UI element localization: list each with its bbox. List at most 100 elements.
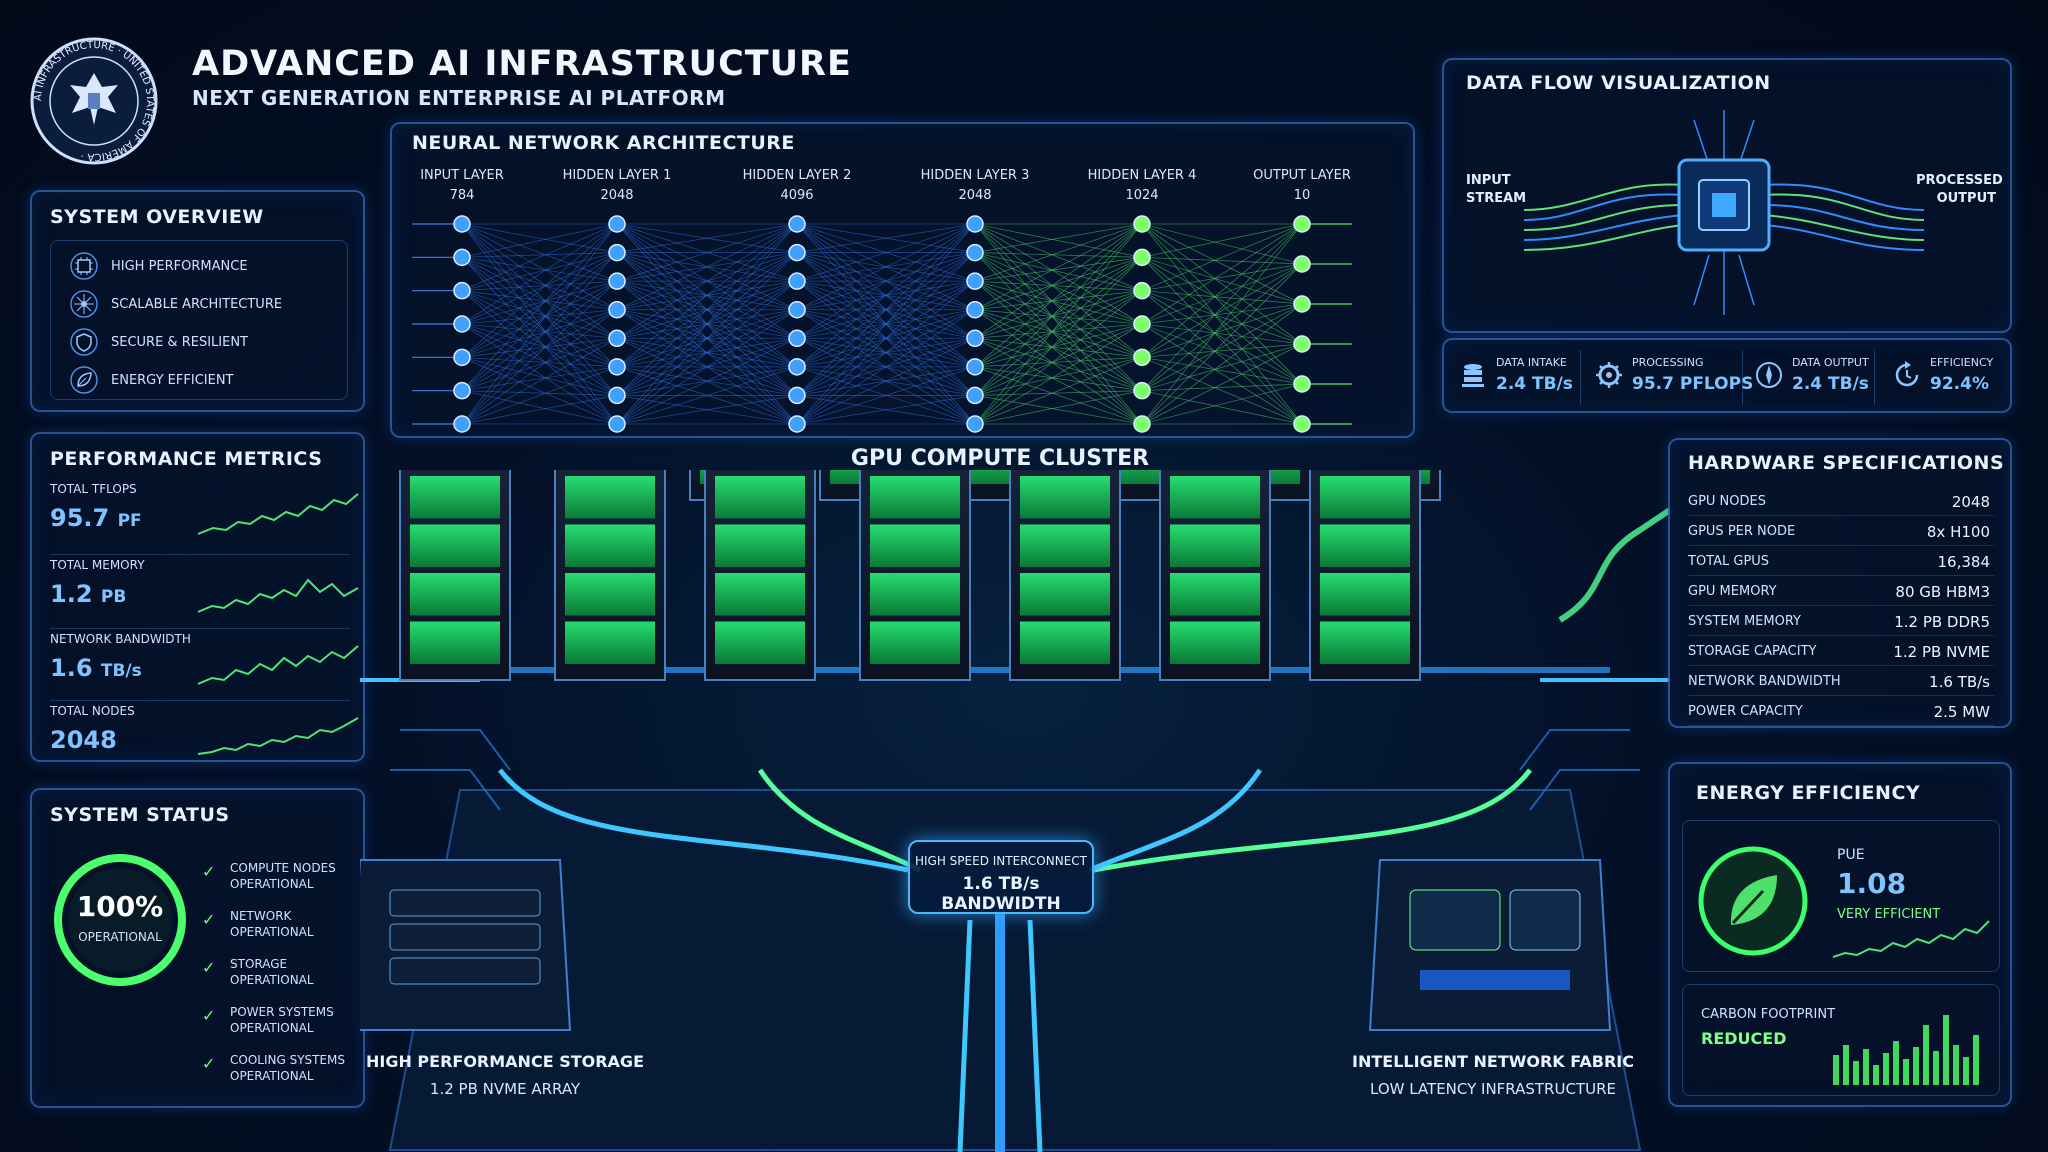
nn-connection <box>461 323 618 396</box>
gear-icon <box>1596 362 1622 388</box>
overview-item-scalable[interactable]: SCALABLE ARCHITECTURE <box>69 289 282 319</box>
nn-node <box>453 281 471 300</box>
spec-key: GPU NODES <box>1688 494 1766 509</box>
nn-connection <box>1141 263 1303 325</box>
nn-connection <box>1141 223 1303 325</box>
metric-nodes[interactable]: TOTAL NODES 2048 <box>50 704 359 774</box>
nn-connection <box>974 366 1143 392</box>
nn-connection <box>974 223 1143 339</box>
chip-icon <box>70 252 98 280</box>
overview-item-energy[interactable]: ENERGY EFFICIENT <box>69 365 233 395</box>
nn-connection <box>461 290 618 339</box>
leaf-icon <box>70 366 98 394</box>
overview-item-secure[interactable]: SECURE & RESILIENT <box>69 327 248 357</box>
stat-label: DATA OUTPUT <box>1792 356 1869 369</box>
nn-node <box>1293 375 1311 393</box>
system-overview-title: SYSTEM OVERVIEW <box>50 206 264 228</box>
nn-node <box>453 381 471 400</box>
metric-label: TOTAL TFLOPS <box>50 482 137 496</box>
nn-connection <box>1141 343 1303 425</box>
storage-title: HIGH PERFORMANCE STORAGE <box>365 1052 644 1071</box>
sparkline-icon <box>198 645 359 685</box>
nn-connection <box>974 337 1143 392</box>
nn-connection <box>1141 257 1303 385</box>
system-overview-panel: SYSTEM OVERVIEW HIGH PERFORMANCE SCALABL… <box>30 190 365 412</box>
metric-value: 2048 <box>50 726 117 754</box>
sparkline-icon <box>1833 920 1990 958</box>
nn-connection <box>796 223 976 425</box>
nn-connection <box>1141 343 1303 392</box>
nn-node <box>608 300 626 319</box>
fabric-title: INTELLIGENT NETWORK FABRIC <box>1352 1052 1634 1071</box>
nn-connection <box>461 257 618 368</box>
status-percent: 100% <box>76 890 164 923</box>
nn-connection <box>974 290 1143 311</box>
nn-connection <box>974 252 1143 258</box>
stat-value: 2.4 TB/s <box>1792 374 1869 394</box>
nn-node <box>1133 415 1151 433</box>
overview-item-performance[interactable]: HIGH PERFORMANCE <box>69 251 248 281</box>
nn-connection <box>1141 303 1303 325</box>
nn-node <box>788 329 806 348</box>
nn-connection <box>974 390 1143 425</box>
nn-connection <box>616 223 798 282</box>
nn-connection <box>1141 223 1303 292</box>
pue-label: PUE <box>1837 847 1865 863</box>
nn-connection <box>974 309 1143 358</box>
nn-connection <box>974 309 1143 392</box>
nn-connection <box>974 252 1143 325</box>
nn-connection <box>461 223 618 396</box>
nn-connection <box>974 252 1143 391</box>
stat-label: EFFICIENCY <box>1930 356 1994 369</box>
metric-bandwidth[interactable]: NETWORK BANDWIDTH 1.6 TB/s <box>50 632 359 702</box>
spec-key: GPU MEMORY <box>1688 584 1777 599</box>
nn-connection <box>461 280 618 325</box>
stat-value: 92.4% <box>1930 374 1989 394</box>
nn-connection <box>616 223 798 396</box>
metric-memory[interactable]: TOTAL MEMORY 1.2 PB <box>50 558 359 628</box>
nn-connection <box>1141 263 1303 358</box>
nn-connection <box>974 390 1143 396</box>
nn-node <box>608 272 626 290</box>
nn-connection <box>461 252 618 358</box>
nn-node <box>788 386 806 405</box>
nn-connection <box>1141 263 1303 391</box>
nn-connection <box>461 252 618 425</box>
metric-tflops[interactable]: TOTAL TFLOPS 95.7 PF <box>50 482 359 552</box>
metric-divider <box>50 700 350 701</box>
metric-value: 1.6 TB/s <box>50 654 142 682</box>
nn-node <box>453 248 471 267</box>
nn-connection <box>974 290 1143 425</box>
interconnect-badge[interactable]: HIGH SPEED INTERCONNECT 1.6 TB/s BANDWID… <box>908 840 1094 914</box>
stat-value: 95.7 PFLOPS <box>1632 374 1754 394</box>
spec-value: 8x H100 <box>1926 523 1990 541</box>
nn-node <box>1133 215 1151 233</box>
nn-node <box>788 243 806 262</box>
stat-label: PROCESSING <box>1632 356 1704 369</box>
nn-connection <box>461 337 618 425</box>
nn-connection <box>1141 343 1303 358</box>
nn-connection <box>974 223 1143 253</box>
nn-node <box>1293 335 1311 353</box>
metric-label: TOTAL NODES <box>50 704 135 718</box>
nn-connection <box>974 323 1143 396</box>
nn-connection <box>974 252 1143 358</box>
stat-value: 2.4 TB/s <box>1496 374 1573 394</box>
nn-connection <box>1141 290 1303 425</box>
nn-connection <box>461 309 618 325</box>
nn-connection <box>1141 356 1303 425</box>
nn-connection <box>461 256 618 339</box>
pue-description: VERY EFFICIENT <box>1837 907 1941 922</box>
leaf-icon <box>1698 846 1808 956</box>
nn-node <box>1293 255 1311 273</box>
compass-icon <box>1756 362 1782 388</box>
nn-node <box>453 415 471 433</box>
nn-connection <box>616 223 798 253</box>
nn-connection <box>461 223 618 282</box>
